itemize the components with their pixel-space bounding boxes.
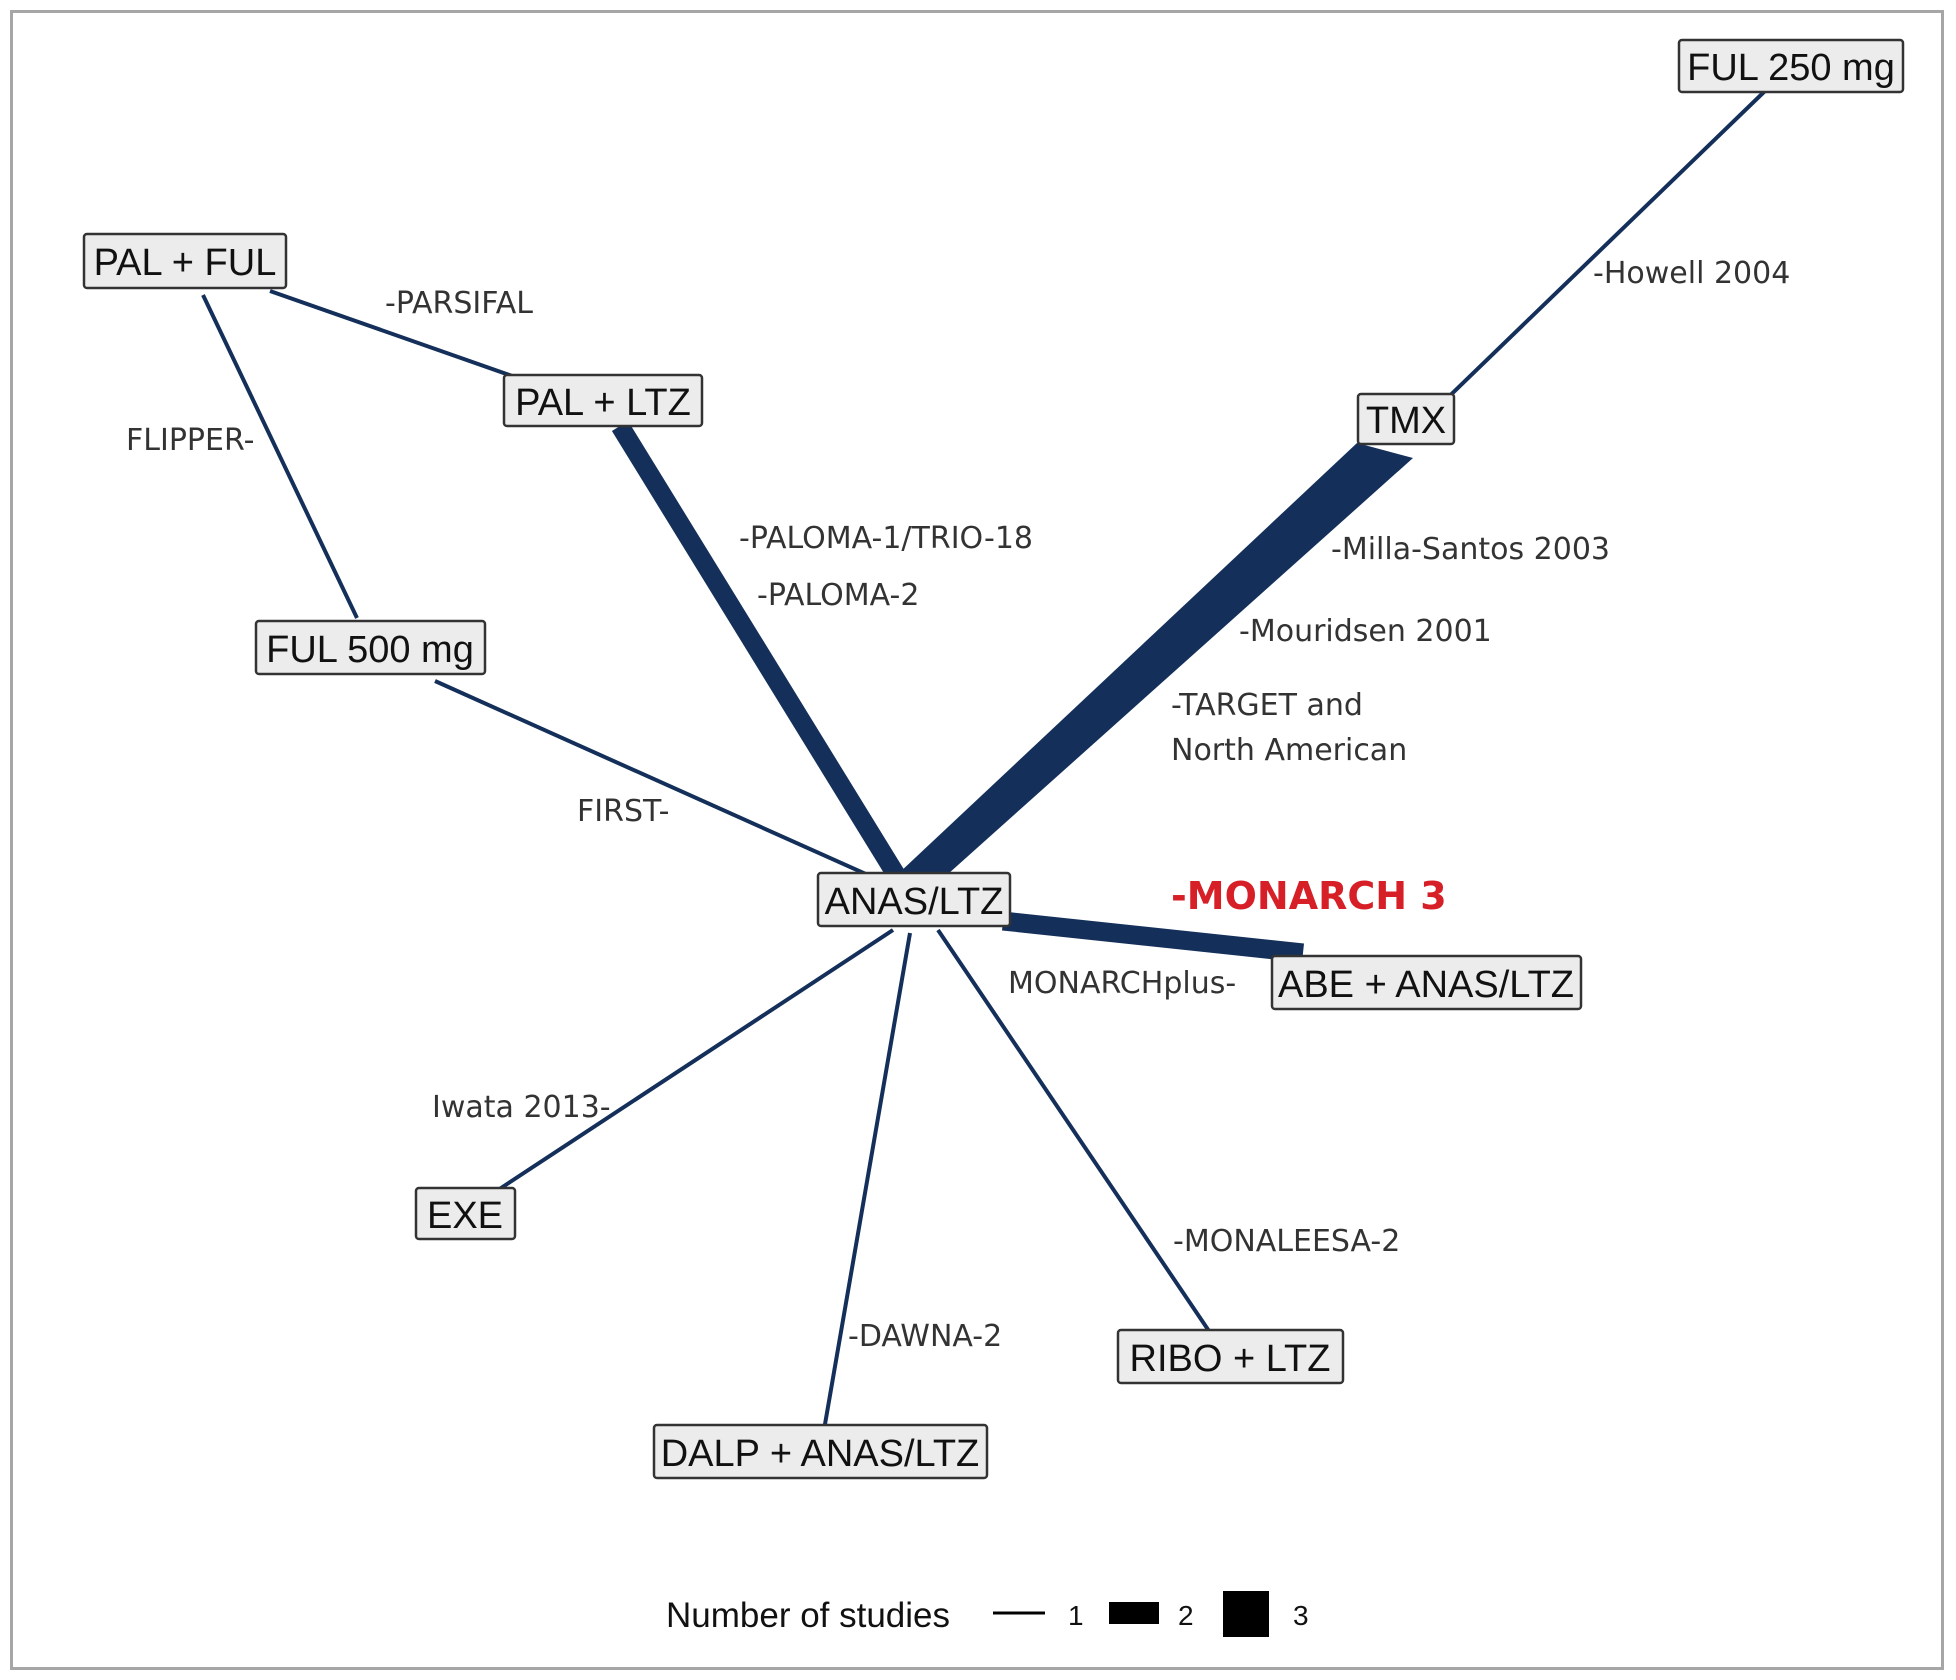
node-ful-250-mg: FUL 250 mg	[1677, 38, 1905, 94]
edge-ful500-anas	[434, 679, 898, 890]
node-tmx: TMX	[1356, 392, 1456, 446]
node-label: DALP + ANAS/LTZ	[661, 1433, 980, 1475]
node-anas-ltz: ANAS/LTZ	[816, 871, 1012, 928]
study-label-iwata-2013: Iwata 2013-	[432, 1090, 611, 1125]
edge-palful-palltz	[269, 289, 519, 380]
study-label-paloma-2: -PALOMA-2	[757, 578, 919, 613]
figure-frame: -Howell 2004 -PARSIFAL FLIPPER- -PALOMA-…	[10, 10, 1944, 1670]
study-label-monarchplus: MONARCHplus-	[1008, 966, 1236, 1001]
study-label-target: -TARGET and	[1171, 688, 1363, 723]
study-label-flipper: FLIPPER-	[126, 423, 254, 458]
node-label: TMX	[1366, 400, 1446, 442]
study-label-mouridsen-2001: -Mouridsen 2001	[1239, 614, 1492, 649]
node-label: PAL + LTZ	[515, 382, 691, 424]
study-label-howell-2004: -Howell 2004	[1593, 256, 1790, 291]
node-abe-anas-ltz: ABE + ANAS/LTZ	[1270, 954, 1583, 1011]
study-label-monaleesa-2: -MONALEESA-2	[1173, 1224, 1400, 1259]
study-label-paloma-1-trio-18: -PALOMA-1/TRIO-18	[739, 521, 1033, 556]
legend: Number of studies 1 2 3	[666, 1591, 1309, 1637]
node-label: PAL + FUL	[94, 242, 277, 284]
edge-tmx-anas	[899, 443, 1413, 891]
node-label: ABE + ANAS/LTZ	[1278, 964, 1574, 1006]
study-labels: -Howell 2004 -PARSIFAL FLIPPER- -PALOMA-…	[126, 256, 1790, 1354]
network-diagram: -Howell 2004 -PARSIFAL FLIPPER- -PALOMA-…	[82, 38, 1905, 1637]
legend-label-1: 1	[1068, 1600, 1084, 1631]
node-pal-ful: PAL + FUL	[82, 232, 288, 290]
study-label-monarch-3: -MONARCH 3	[1171, 874, 1447, 918]
node-ful-500-mg: FUL 500 mg	[254, 619, 487, 676]
study-label-milla-santos-2003: -Milla-Santos 2003	[1331, 532, 1610, 567]
legend-swatch-2	[1109, 1602, 1159, 1624]
study-label-parsifal: -PARSIFAL	[385, 286, 533, 321]
node-dalp-anas-ltz: DALP + ANAS/LTZ	[652, 1423, 989, 1480]
study-label-first: FIRST-	[577, 794, 669, 829]
node-label: FUL 500 mg	[266, 629, 474, 671]
node-label: EXE	[427, 1195, 503, 1237]
legend-title: Number of studies	[666, 1596, 950, 1635]
study-label-north-american: North American	[1171, 733, 1407, 768]
legend-label-3: 3	[1293, 1600, 1309, 1631]
node-label: FUL 250 mg	[1687, 47, 1895, 89]
node-pal-ltz: PAL + LTZ	[502, 373, 704, 428]
node-label: RIBO + LTZ	[1130, 1338, 1331, 1380]
edge-anas-exe	[496, 928, 895, 1192]
legend-label-2: 2	[1178, 1600, 1194, 1631]
edge-anas-dalp	[822, 932, 912, 1431]
node-label: ANAS/LTZ	[825, 881, 1004, 923]
edge-anas-ribo	[936, 928, 1213, 1336]
node-exe: EXE	[414, 1186, 517, 1241]
edge-palful-ful500	[201, 294, 359, 619]
node-ribo-ltz: RIBO + LTZ	[1116, 1328, 1345, 1385]
edge-palltz-anas	[611, 421, 912, 891]
edge-ful250-tmx	[1401, 89, 1767, 443]
study-label-dawna-2: -DAWNA-2	[848, 1319, 1002, 1354]
edges	[201, 89, 1767, 1431]
nodes: FUL 250 mg PAL + FUL PAL + LTZ TMX FUL 5…	[82, 38, 1905, 1480]
legend-swatch-3	[1223, 1591, 1269, 1637]
edge-anas-abe	[1001, 911, 1305, 963]
